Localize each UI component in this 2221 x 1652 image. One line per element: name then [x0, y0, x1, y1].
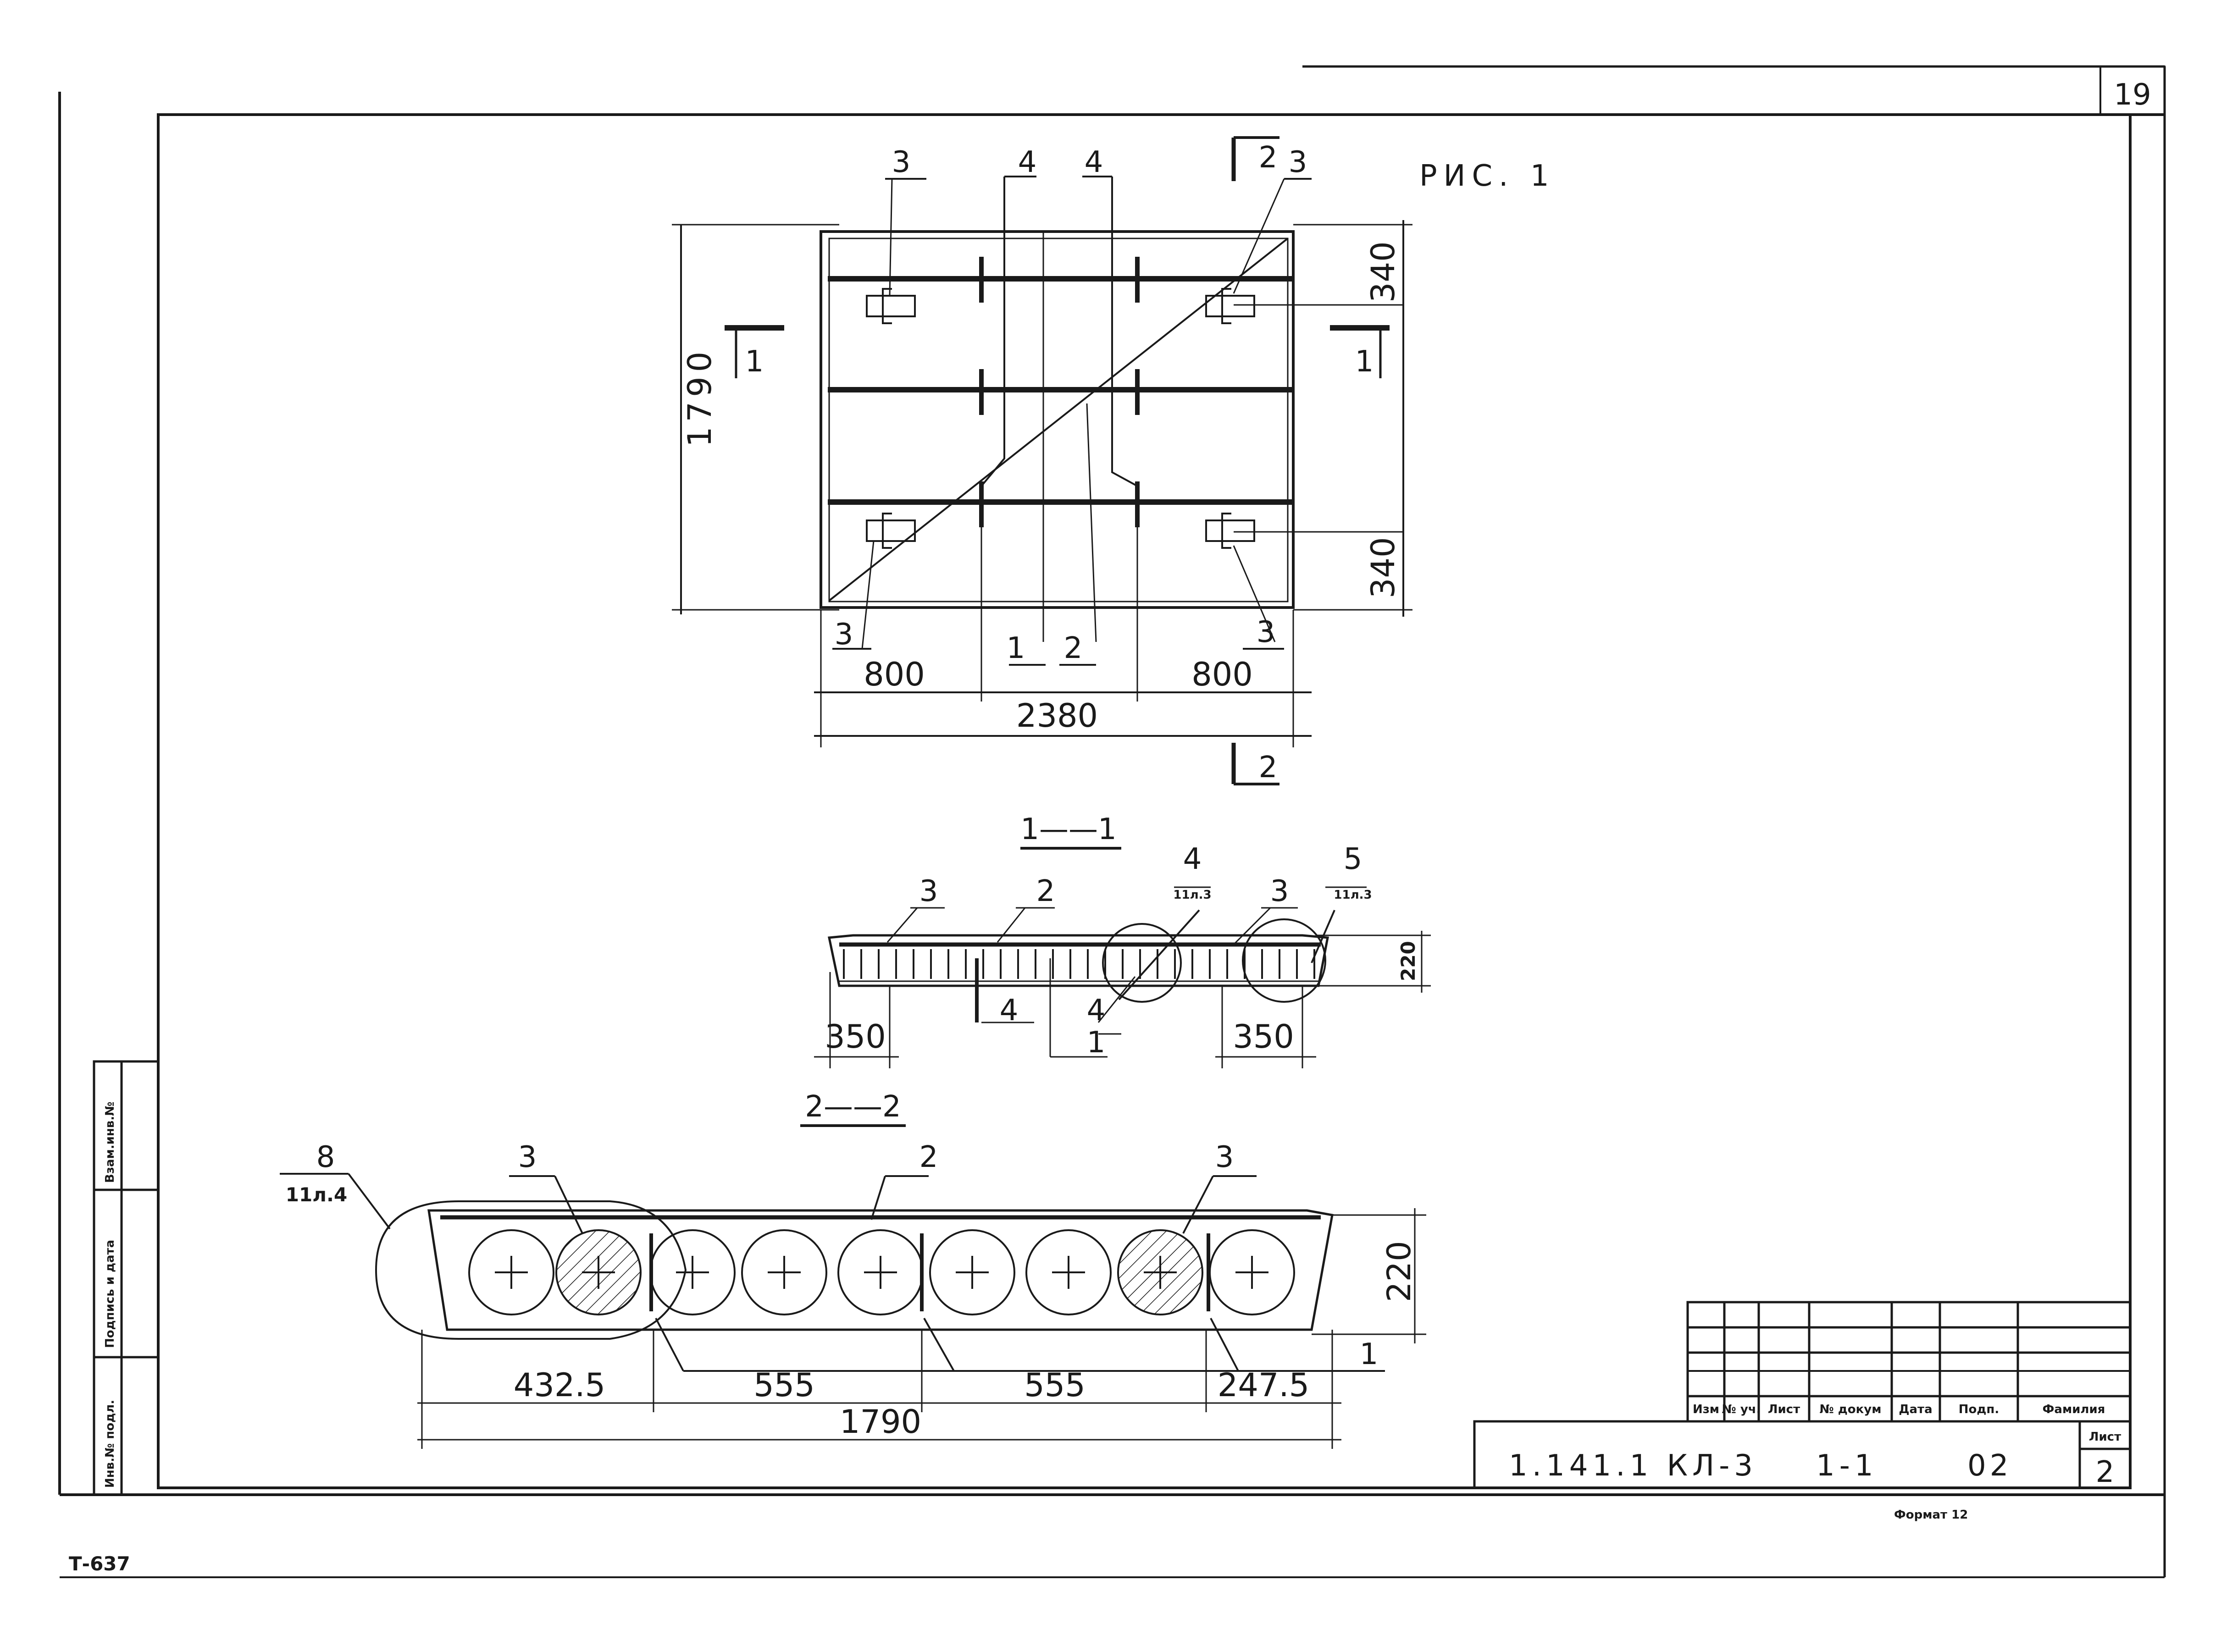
section-1-1-dim-height: 220 — [1397, 941, 1419, 981]
section-2-2-label-l3b: 3 — [1215, 1140, 1234, 1174]
section-1-1-label-l4ref: 11л.3 — [1173, 888, 1211, 902]
void-core — [1117, 1229, 1203, 1315]
section-1-1-label-l3: 3 — [919, 874, 938, 908]
section-2-2-dim-height: 220 — [1380, 1241, 1418, 1302]
section-2-2-label-l8ref: 11л.4 — [286, 1183, 347, 1206]
section-1-1-dim-right: 350 — [1233, 1018, 1294, 1055]
plan-outline — [820, 230, 1295, 609]
plan-dim-top-edge: 340 — [1364, 241, 1402, 303]
figure-label: РИС. 1 — [1419, 159, 1556, 193]
section-2-2-dim-d1: 432.5 — [514, 1366, 605, 1404]
section-2-2-voids — [468, 1229, 1295, 1315]
tb-col-izm: Изм — [1693, 1403, 1719, 1416]
plan-label-bl3: 3 — [835, 618, 853, 652]
void-core — [837, 1229, 924, 1315]
section-2-2-label-l8: 8 — [316, 1140, 335, 1174]
section-1-1-title: 1——1 — [1020, 812, 1116, 846]
section-1-1: 1——1 — [814, 812, 1431, 1068]
side-stamp: Инв.№ подл. Подпись и дата Взам.инв.№ — [93, 1060, 158, 1496]
void-core — [1025, 1229, 1112, 1315]
page-number: 19 — [2114, 78, 2151, 112]
tb-col-date: Дата — [1899, 1403, 1932, 1416]
plan-label-sec1left: 1 — [745, 345, 764, 379]
plan-label-sec1right: 1 — [1355, 345, 1374, 379]
doc-issue: 02 — [1967, 1449, 2012, 1483]
section-1-1-label-l5ref: 11л.3 — [1334, 888, 1372, 902]
title-block — [1473, 1301, 2132, 1489]
void-core — [468, 1229, 554, 1315]
tb-col-sign: Подп. — [1959, 1403, 1999, 1416]
tb-col-name: Фамилия — [2043, 1403, 2105, 1416]
plan-dim-bottom-edge: 340 — [1364, 537, 1402, 598]
plan-dim-width: 1790 — [681, 347, 719, 447]
format-label: Формат 12 — [1894, 1508, 1968, 1522]
section-2-2-dim-d4: 247.5 — [1218, 1366, 1309, 1404]
plan-label-tr3: 3 — [1289, 145, 1307, 179]
section-1-1-label-b1: 1 — [1087, 1026, 1106, 1060]
section-2-2-title: 2——2 — [805, 1090, 901, 1124]
section-2-2-label-l2: 2 — [919, 1140, 938, 1174]
plan-label-top4b: 4 — [1085, 145, 1103, 179]
void-core — [741, 1229, 827, 1315]
plan-diagonal — [828, 238, 1289, 602]
void-core — [1209, 1229, 1295, 1315]
void-core — [555, 1229, 642, 1315]
plan-label-tl3: 3 — [892, 145, 911, 179]
plan-label-sec2bottom: 2 — [1259, 751, 1278, 785]
section-2-2-dim-d2: 555 — [753, 1366, 815, 1404]
plan-inner — [828, 238, 1289, 602]
void-core — [929, 1229, 1015, 1315]
tb-col-doc: № докум — [1819, 1403, 1881, 1416]
section-2-2: 2——2 — [280, 1090, 1426, 1449]
sheet-frame — [58, 65, 2166, 1578]
section-1-1-label-b4b: 4 — [1087, 994, 1106, 1028]
plan-label-br3: 3 — [1257, 615, 1275, 649]
sheet-header: Лист — [2089, 1430, 2121, 1444]
tb-col-list: Лист — [1768, 1403, 1800, 1416]
plan-dim-right: 800 — [1191, 656, 1253, 693]
section-1-1-outline — [827, 934, 1329, 987]
section-2-2-dim-total: 1790 — [840, 1403, 921, 1441]
title-block-headers: Изм № уч. Лист № докум Дата Подп. Фамили… — [1693, 1403, 2105, 1416]
plan-label-b2: 2 — [1064, 631, 1083, 665]
section-1-1-dim-left: 350 — [825, 1018, 886, 1055]
doc-section: 1-1 — [1816, 1449, 1878, 1483]
section-2-2-dim-d3: 555 — [1024, 1366, 1086, 1404]
plan-label-sec2top: 2 — [1259, 141, 1278, 175]
section-1-1-label-l3b: 3 — [1270, 874, 1289, 908]
section-1-1-label-b4: 4 — [1000, 994, 1019, 1028]
side-stamp-sign: Подпись и дата — [103, 1240, 117, 1348]
void-core — [649, 1229, 736, 1315]
plan-dim-length: 2380 — [1016, 697, 1098, 735]
doc-code: 1.141.1 КЛ-3 — [1509, 1449, 1757, 1483]
plan-dim-left: 800 — [864, 656, 925, 693]
section-2-2-label-r1: 1 — [1360, 1337, 1379, 1371]
side-stamp-inv: Инв.№ подл. — [103, 1400, 117, 1488]
plan-label-top4a: 4 — [1018, 145, 1037, 179]
plan-view: 1790 340 340 800 800 2380 3 4 4 2 3 1 1 … — [672, 136, 1412, 785]
section-1-1-label-l5: 5 — [1344, 842, 1363, 876]
corner-code: Т-637 — [69, 1553, 130, 1575]
side-stamp-replace: Взам.инв.№ — [103, 1102, 117, 1183]
section-1-1-label-l2: 2 — [1036, 874, 1055, 908]
section-2-2-label-l3a: 3 — [518, 1140, 537, 1174]
plan-label-b1: 1 — [1007, 631, 1025, 665]
section-1-1-label-l4: 4 — [1183, 842, 1202, 876]
sheet-number: 2 — [2096, 1455, 2115, 1489]
tb-col-uch: № уч. — [1722, 1403, 1761, 1416]
